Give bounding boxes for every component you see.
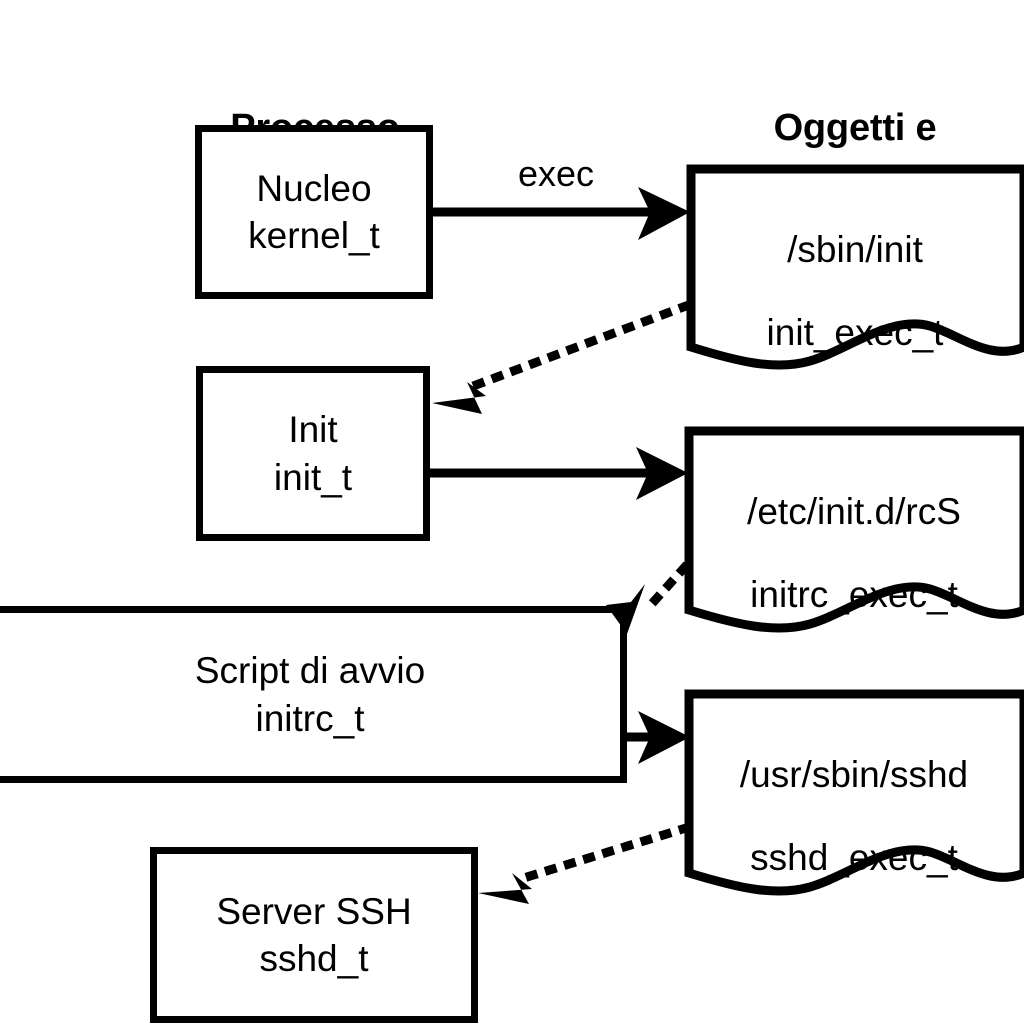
process-box-initrc-name: Script di avvio	[194, 650, 426, 692]
process-box-sshd-type: sshd_t	[259, 938, 369, 979]
process-box-kernel[interactable]: Nucleo kernel_t	[195, 125, 433, 299]
object-label-sshd-exec-path: /usr/sbin/sshd	[739, 754, 969, 795]
edge-sshd-exec-to-sshd	[478, 822, 692, 904]
edge-init-exec-to-init	[432, 300, 692, 414]
edge-init-to-initrc-exec	[430, 447, 688, 500]
object-label-initrc-exec-type: initrc_exec_t	[750, 574, 958, 616]
object-shape-initrc-exec[interactable]	[678, 420, 1024, 642]
object-shape-init-exec[interactable]	[680, 158, 1024, 380]
process-box-initrc[interactable]: Script di avvio initrc_t	[0, 606, 627, 783]
process-box-init-type: init_t	[273, 456, 353, 498]
process-box-initrc-type: initrc_t	[255, 697, 365, 739]
object-label-init-exec-type: init_exec_t	[766, 312, 944, 354]
edge-kernel-exec-init-exec	[433, 187, 690, 240]
process-box-sshd-name: Server SSH	[216, 890, 412, 932]
process-box-kernel-type: kernel_t	[248, 215, 380, 256]
object-label-initrc-exec-path: /etc/init.d/rcS	[747, 491, 961, 532]
process-box-kernel-name: Nucleo	[256, 167, 372, 209]
object-label-init-exec-path: /sbin/init	[787, 229, 923, 270]
object-label-initrc-exec: /etc/init.d/rcS initrc_exec_t	[686, 452, 1022, 655]
process-box-init-name: Init	[288, 409, 338, 451]
edge-label-exec: exec	[518, 153, 595, 194]
process-box-sshd[interactable]: Server SSH sshd_t	[150, 847, 478, 1023]
object-shape-sshd-exec[interactable]	[678, 683, 1024, 905]
process-box-init[interactable]: Init init_t	[196, 366, 430, 541]
object-label-sshd-exec: /usr/sbin/sshd sshd_exec_t	[686, 715, 1022, 918]
object-label-init-exec: /sbin/init init_exec_t	[688, 190, 1022, 393]
object-label-sshd-exec-type: sshd_exec_t	[750, 837, 958, 879]
column-heading-objects-line1: Oggetti e	[773, 107, 937, 150]
